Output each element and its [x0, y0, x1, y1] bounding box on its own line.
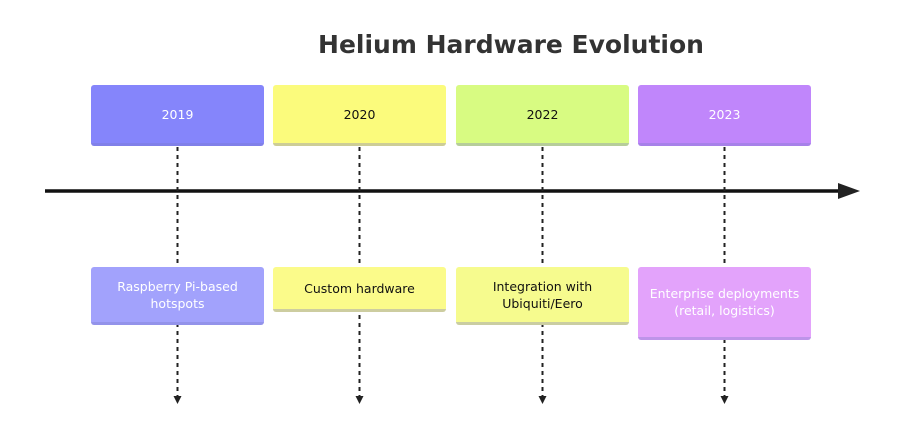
- event-box-2019: Raspberry Pi-based hotspots: [91, 267, 264, 325]
- event-box-2022: Integration with Ubiquiti/Eero: [456, 267, 629, 325]
- diagram-title: Helium Hardware Evolution: [318, 30, 704, 59]
- period-box-2019: 2019: [91, 85, 264, 146]
- event-box-2023: Enterprise deployments (retail, logistic…: [638, 267, 811, 340]
- period-box-2023: 2023: [638, 85, 811, 146]
- period-box-2022: 2022: [456, 85, 629, 146]
- event-box-2020: Custom hardware: [273, 267, 446, 312]
- timeline-axis-arrowhead: [838, 183, 860, 199]
- period-box-2020: 2020: [273, 85, 446, 146]
